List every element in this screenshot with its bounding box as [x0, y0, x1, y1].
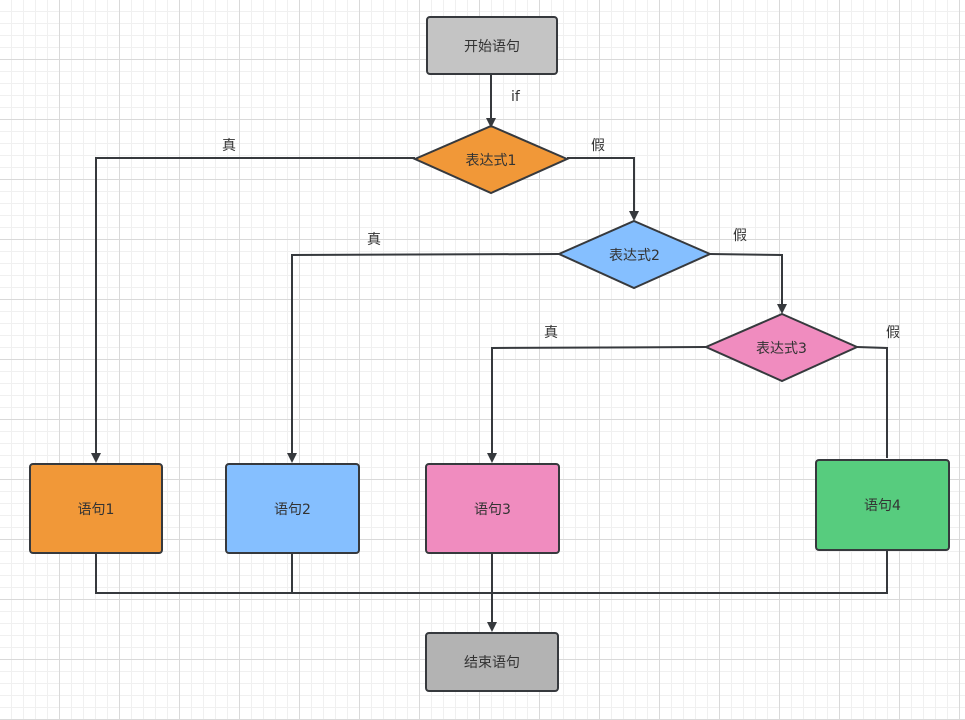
- edge-expr1-false: [567, 157, 639, 221]
- statement-3-node[interactable]: 语句3: [425, 463, 560, 554]
- edge-stmt1-merge: [95, 553, 491, 594]
- edge-label-if: if: [511, 89, 520, 105]
- edge-expr3-true: [487, 346, 707, 463]
- start-statement-node[interactable]: 开始语句: [426, 16, 558, 75]
- edge-stmt4-merge: [491, 550, 888, 594]
- edge-label-true-2: 真: [367, 232, 381, 248]
- edge-label-true-1: 真: [222, 138, 236, 154]
- edge-expr2-false: [709, 253, 787, 314]
- expr1-diamond[interactable]: [412, 124, 570, 195]
- edge-label-true-3: 真: [544, 325, 558, 341]
- edge-expr1-true: [91, 157, 415, 463]
- edge-label-false-2: 假: [733, 228, 747, 244]
- statement-2-node[interactable]: 语句2: [225, 463, 360, 554]
- statement-1-node[interactable]: 语句1: [29, 463, 163, 554]
- edge-expr3-false: [856, 346, 888, 458]
- expr3-diamond[interactable]: [703, 312, 860, 383]
- statement-4-node[interactable]: 语句4: [815, 459, 950, 551]
- expr2-diamond[interactable]: [556, 219, 713, 290]
- edge-label-false-3: 假: [886, 325, 900, 341]
- end-statement-node[interactable]: 结束语句: [425, 632, 559, 692]
- edge-expr2-true: [287, 253, 560, 463]
- edge-label-false-1: 假: [591, 138, 605, 154]
